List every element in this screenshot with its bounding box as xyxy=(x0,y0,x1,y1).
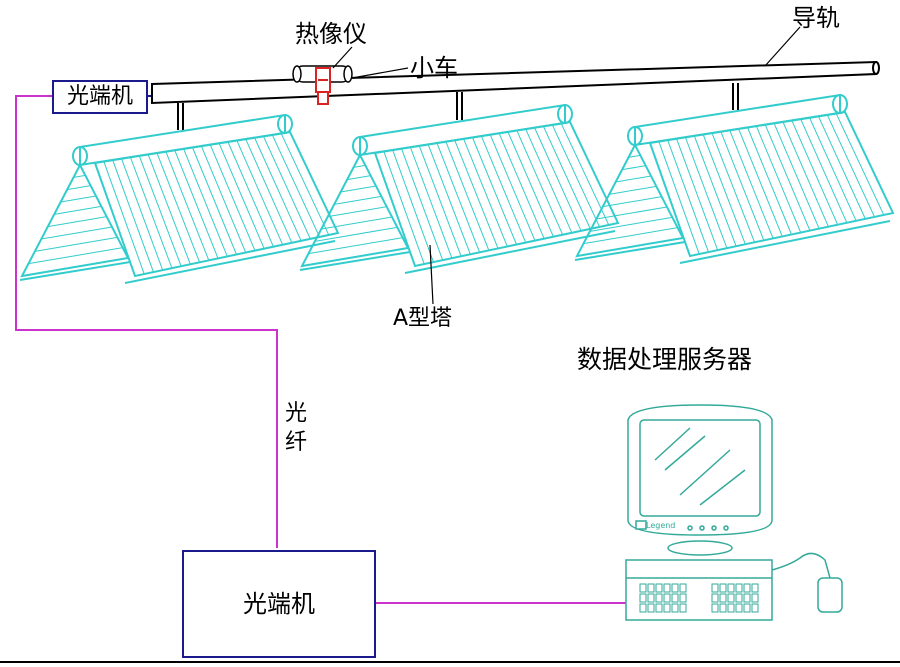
a-tower-collector xyxy=(574,93,895,264)
key xyxy=(639,603,647,613)
key xyxy=(655,583,663,593)
key xyxy=(711,593,719,603)
key xyxy=(647,603,655,613)
key xyxy=(639,583,647,593)
key xyxy=(663,603,671,613)
key xyxy=(711,603,719,613)
key xyxy=(727,593,735,603)
key xyxy=(711,583,719,593)
key xyxy=(639,593,647,603)
rail-bar xyxy=(151,60,877,105)
optical-terminal-bottom-label: 光端机 xyxy=(243,590,315,618)
a-tower-collector xyxy=(19,113,340,284)
optical-terminal-bottom: 光端机 xyxy=(182,550,376,658)
thermal-camera-icon xyxy=(315,67,331,105)
server-computer-icon xyxy=(625,404,843,621)
cart xyxy=(292,65,353,105)
key xyxy=(735,603,743,613)
fiber-label-2: 纤 xyxy=(285,430,308,455)
key xyxy=(751,603,759,613)
a-tower-collector xyxy=(299,103,620,274)
leader-lines xyxy=(332,26,801,305)
mouse-icon xyxy=(817,577,843,613)
key xyxy=(743,593,751,603)
guide-rail-label: 导轨 xyxy=(792,4,840,32)
optical-terminal-top: 光端机 xyxy=(52,80,148,114)
fiber-label-1: 光 xyxy=(285,401,308,426)
fiber-top-left xyxy=(15,95,278,548)
optical-terminal-top-label: 光端机 xyxy=(66,84,133,109)
key xyxy=(671,603,679,613)
key xyxy=(655,593,663,603)
key xyxy=(679,603,687,613)
key xyxy=(671,593,679,603)
key xyxy=(663,593,671,603)
key xyxy=(751,593,759,603)
key xyxy=(679,583,687,593)
keyboard-keys xyxy=(639,583,759,613)
key xyxy=(647,593,655,603)
server-label: 数据处理服务器 xyxy=(577,345,753,374)
key xyxy=(671,583,679,593)
key xyxy=(719,583,727,593)
key xyxy=(751,583,759,593)
key xyxy=(743,583,751,593)
a-tower-collectors xyxy=(19,93,895,284)
key xyxy=(735,593,743,603)
cart-label: 小车 xyxy=(410,54,458,82)
key xyxy=(679,593,687,603)
key xyxy=(727,583,735,593)
thermal-camera-label: 热像仪 xyxy=(295,20,367,48)
key xyxy=(719,593,727,603)
guide-rail xyxy=(151,60,880,130)
key xyxy=(743,603,751,613)
key xyxy=(727,603,735,613)
key xyxy=(735,583,743,593)
key xyxy=(719,603,727,613)
key xyxy=(655,603,663,613)
a-tower-label: A型塔 xyxy=(393,306,453,331)
key xyxy=(663,583,671,593)
monitor-brand: Legend xyxy=(646,521,676,530)
key xyxy=(647,583,655,593)
